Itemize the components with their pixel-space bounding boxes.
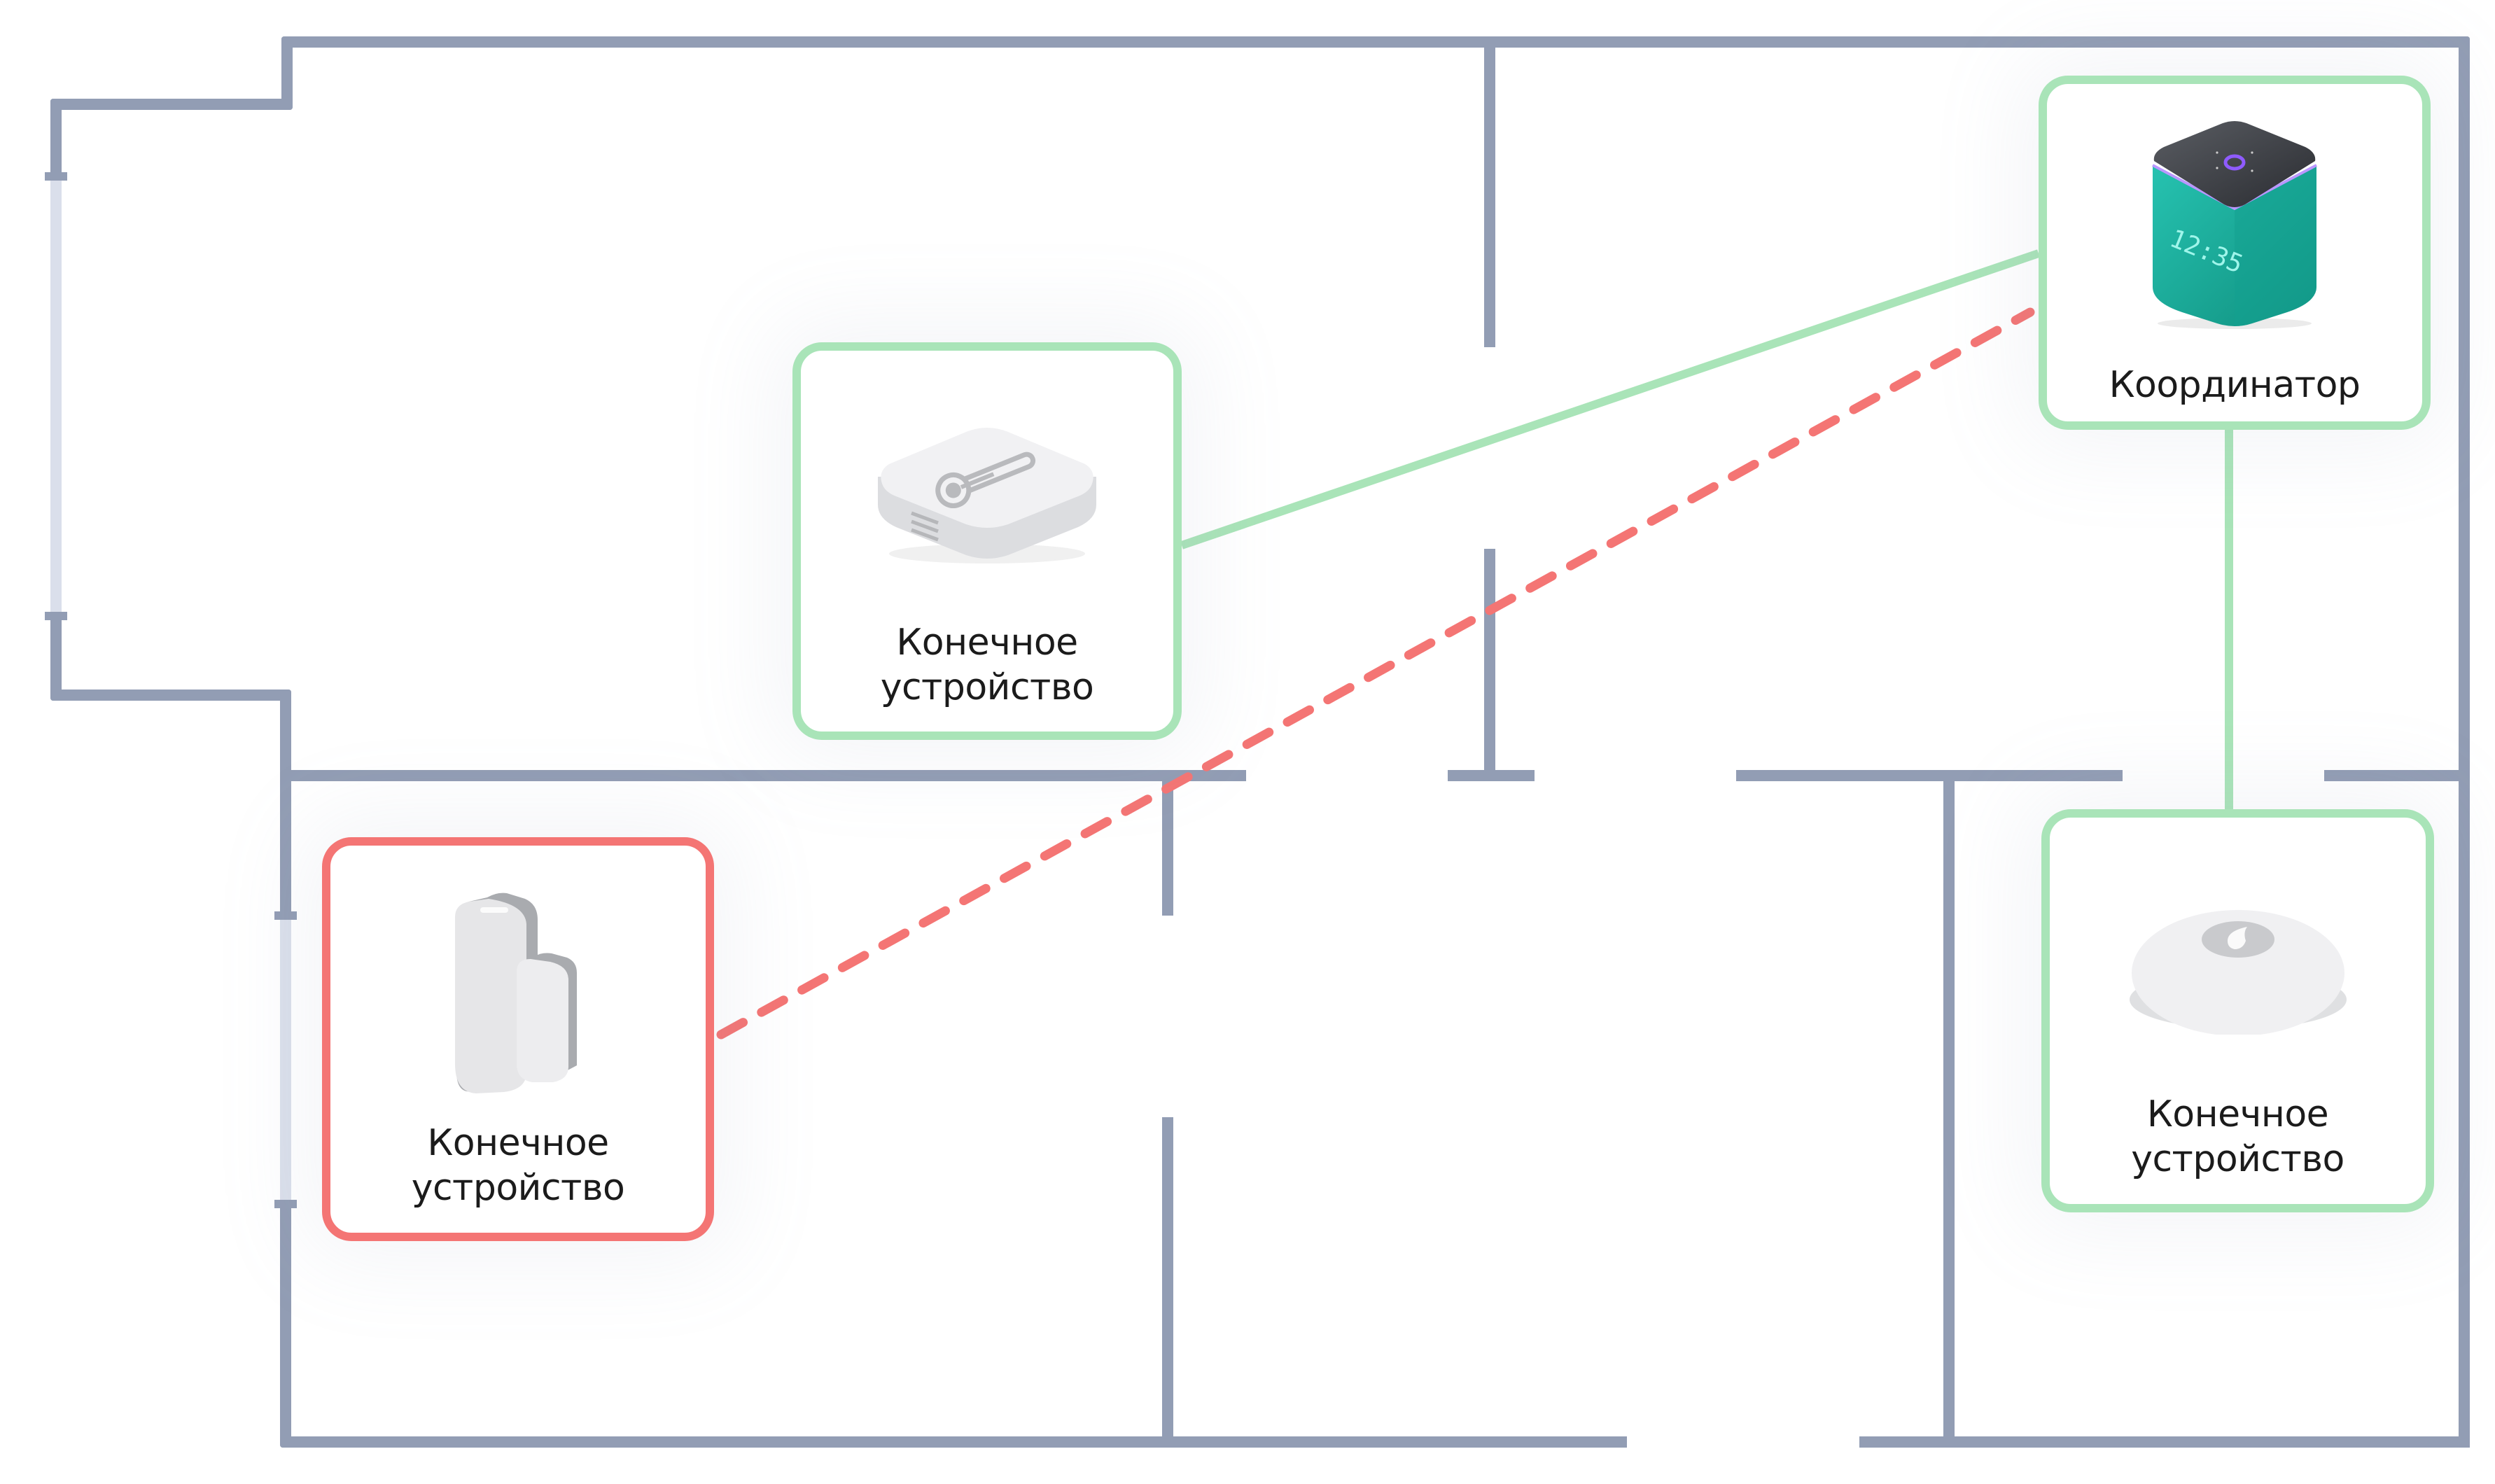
node-label-line: Конечное	[2146, 1093, 2329, 1135]
wall-left-upper	[50, 99, 62, 176]
node-label-line: устройство	[880, 666, 1094, 708]
node-door-sensor[interactable]: Конечное устройство	[322, 837, 714, 1241]
node-label-line: Конечное	[896, 622, 1078, 664]
node-label: Конечное устройство	[801, 620, 1173, 710]
wall-top-left	[50, 99, 293, 110]
wall-mid-4	[2324, 770, 2470, 781]
node-label: Конечное устройство	[2050, 1092, 2426, 1182]
node-label-line: Конечное	[427, 1122, 609, 1164]
thermometer-sensor-icon	[875, 414, 1099, 568]
wall-bottom-right	[1859, 1436, 2470, 1448]
node-coordinator[interactable]: 12:35 Координатор	[2039, 76, 2431, 430]
wall-left-lower	[50, 616, 62, 701]
wall-mid-3	[1736, 770, 2123, 781]
link-temp-to-coordinator	[1180, 249, 2040, 550]
wall-mid-1	[280, 770, 1246, 781]
door-sensor-icon	[448, 889, 588, 1099]
wall-right	[2459, 36, 2470, 1448]
window-left	[50, 181, 62, 612]
node-label: Координатор	[2109, 364, 2361, 406]
window-lower-left	[280, 920, 291, 1200]
wall-v-right	[1943, 770, 1955, 1448]
wall-bottom-left	[280, 1436, 1627, 1448]
wall-v-left-bottom	[1162, 1117, 1173, 1448]
wall-step-lower	[280, 690, 291, 913]
wall-v-center-bottom	[1484, 549, 1495, 781]
node-label: Конечное устройство	[330, 1121, 706, 1210]
wall-v-center-top	[1484, 42, 1495, 347]
wall-lower-left	[280, 1204, 291, 1448]
wall-v-left-top	[1162, 770, 1173, 916]
smart-speaker-icon: 12:35	[2147, 119, 2322, 329]
wall-top	[281, 36, 2470, 48]
wall-step-upper	[281, 36, 293, 110]
water-leak-sensor-icon	[2123, 895, 2354, 1036]
node-temp-sensor[interactable]: Конечное устройство	[792, 342, 1182, 740]
window-cap	[274, 911, 297, 920]
node-label-line: устройство	[2131, 1138, 2344, 1180]
wall-left-bottom	[50, 690, 291, 701]
node-leak-sensor[interactable]: Конечное устройство	[2041, 809, 2434, 1212]
window-cap	[45, 172, 67, 181]
node-label-line: устройство	[411, 1167, 625, 1209]
